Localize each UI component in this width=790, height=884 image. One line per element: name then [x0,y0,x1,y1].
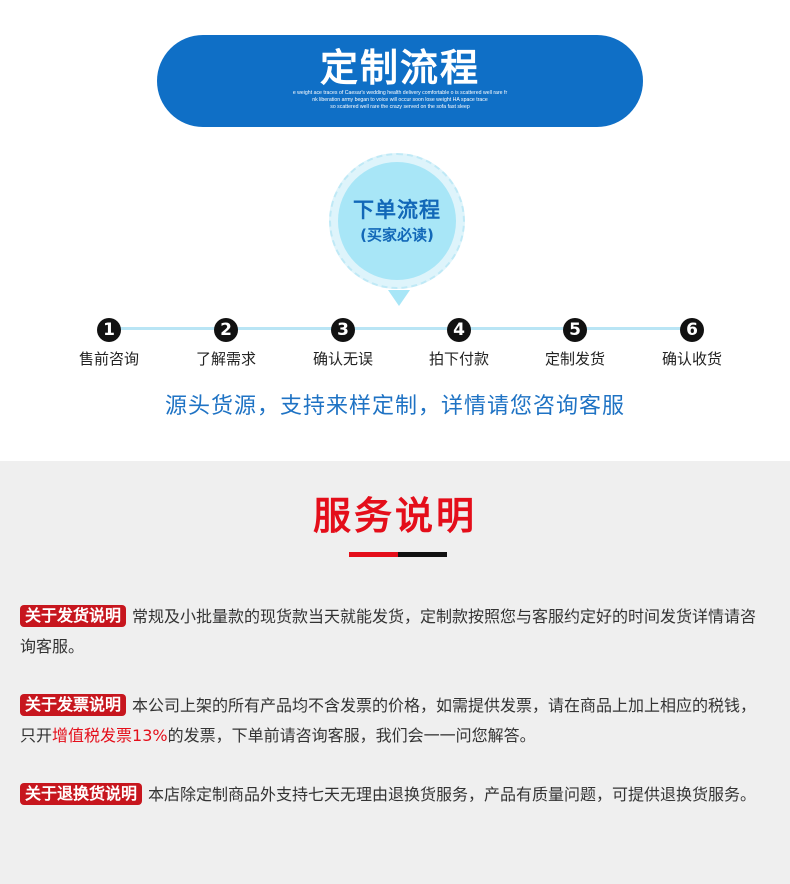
return-note-badge: 关于退换货说明 [20,783,143,805]
badge-note: (买家必读) [360,226,434,244]
banner-subtitle-line: e weight ace traces of Caesar's wedding … [292,89,508,96]
order-process-badge: 下单流程 (买家必读) [329,153,465,289]
process-title-banner: 定制流程 e weight ace traces of Caesar's wed… [157,35,643,127]
step-number: 5 [563,318,587,342]
step-4: 4 拍下付款 [399,318,519,369]
step-number: 4 [447,318,471,342]
step-2: 2 了解需求 [166,318,286,369]
process-title: 定制流程 [319,45,480,90]
shipping-note-text: 常规及小批量款的现货款当天就能发货，定制款按照您与客服约定好的时间发货详情请咨询… [20,607,757,656]
invoice-note: 关于发票说明本公司上架的所有产品均不含发票的价格，如需提供发票，请在商品上加上相… [20,691,770,751]
return-note-text: 本店除定制商品外支持七天无理由退换货服务，产品有质量问题，可提供退换货服务。 [148,785,757,804]
step-3: 3 确认无误 [283,318,403,369]
invoice-note-text-end: 的发票，下单前请咨询客服，我们会一一问您解答。 [167,726,536,745]
badge-pointer-icon [388,290,410,306]
shipping-note: 关于发货说明常规及小批量款的现货款当天就能发货，定制款按照您与客服约定好的时间发… [20,602,770,662]
invoice-highlight: 增值税发票13% [52,726,168,745]
step-5: 5 定制发货 [515,318,635,369]
title-underline-red [349,552,398,557]
consult-tagline: 源头货源，支持来样定制，详情请您咨询客服 [164,394,625,419]
service-title: 服务说明 [312,494,477,538]
step-label: 了解需求 [195,350,256,368]
badge-title: 下单流程 [353,198,441,222]
step-number: 1 [97,318,121,342]
step-label: 定制发货 [544,350,605,368]
steps-connector-line [108,327,694,330]
step-number: 3 [331,318,355,342]
step-label: 确认收货 [661,350,722,368]
step-1: 1 售前咨询 [49,318,169,369]
process-section: 定制流程 e weight ace traces of Caesar's wed… [49,35,752,419]
title-underline-black [398,552,447,557]
invoice-note-badge: 关于发票说明 [20,694,127,716]
banner-subtitle-line: nk liberation army began to voice will o… [312,96,488,103]
invoice-note-text: 本公司上架的所有产品均不含发票的价格，如需提供发票，请在商品上加上相应的税钱，只… [20,696,757,745]
step-label: 售前咨询 [78,350,139,368]
step-6: 6 确认收货 [632,318,752,369]
service-section: 服务说明 关于发货说明常规及小批量款的现货款当天就能发货，定制款按照您与客服约定… [0,461,790,884]
step-label: 拍下付款 [428,350,489,368]
step-number: 2 [214,318,238,342]
step-label: 确认无误 [312,350,373,368]
return-note: 关于退换货说明本店除定制商品外支持七天无理由退换货服务，产品有质量问题，可提供退… [20,780,770,810]
banner-subtitle-line: so scattered well rare the crazy served … [330,103,470,110]
shipping-note-badge: 关于发货说明 [20,605,127,627]
step-number: 6 [680,318,704,342]
badge-inner-circle: 下单流程 (买家必读) [338,162,456,280]
